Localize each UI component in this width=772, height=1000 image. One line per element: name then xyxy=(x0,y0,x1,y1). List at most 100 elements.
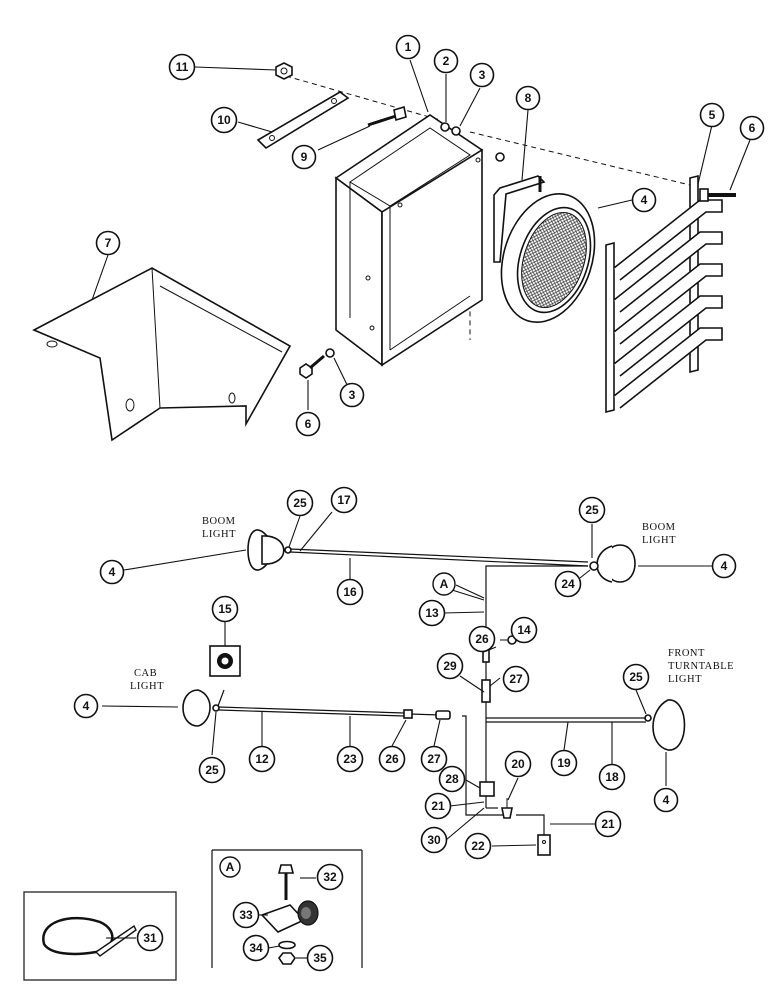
callout-number: 1 xyxy=(405,40,412,54)
callout-circle xyxy=(336,578,364,606)
callout-circle xyxy=(433,48,459,74)
callout-circle xyxy=(136,924,164,952)
callout-number: 20 xyxy=(511,757,525,771)
callout-c23: 23 xyxy=(336,745,364,773)
callout-c7: 7 xyxy=(95,230,121,256)
callout-number: 4 xyxy=(663,793,670,807)
boom-light-left xyxy=(247,529,292,571)
callout-circle xyxy=(330,486,358,514)
callout-circle xyxy=(295,411,321,437)
callout-number: 33 xyxy=(239,908,253,922)
callout-c4b: 4 xyxy=(99,559,125,585)
cable-tie-inset xyxy=(23,891,177,981)
callout-c30: 30 xyxy=(420,826,448,854)
callout-circle xyxy=(339,382,365,408)
callout-c10: 10 xyxy=(210,106,238,134)
callout-circle xyxy=(464,832,492,860)
callout-circle xyxy=(598,763,626,791)
callout-c3b: 3 xyxy=(339,382,365,408)
callout-c12: 12 xyxy=(248,745,276,773)
callout-c31: 31 xyxy=(136,924,164,952)
callout-number: 34 xyxy=(249,941,263,955)
callout-c25c: 25 xyxy=(622,663,650,691)
callout-c34: 34 xyxy=(242,934,270,962)
callout-number: 3 xyxy=(349,388,356,402)
callout-number: 21 xyxy=(601,817,615,831)
callout-c9: 9 xyxy=(291,144,317,170)
callout-number: 15 xyxy=(218,602,232,616)
bolt xyxy=(367,105,407,127)
callout-c6a: 6 xyxy=(739,115,765,141)
light-labels: BOOM LIGHT BOOM LIGHT CAB LIGHT FRONT TU… xyxy=(130,516,734,692)
callout-circle xyxy=(554,570,582,598)
callout-c14: 14 xyxy=(510,616,538,644)
callout-number: 27 xyxy=(427,752,441,766)
light-switch xyxy=(209,645,241,677)
callout-number: 29 xyxy=(443,659,457,673)
callout-c28: 28 xyxy=(438,765,466,793)
wiring-diagram xyxy=(182,529,686,856)
callout-number: 18 xyxy=(605,770,619,784)
callout-number: 25 xyxy=(205,763,219,777)
callout-number: 6 xyxy=(305,417,312,431)
detail-a-label: A xyxy=(219,856,241,878)
lamp-guard xyxy=(605,174,723,414)
callout-c24: 24 xyxy=(554,570,582,598)
callout-c22: 22 xyxy=(464,832,492,860)
callout-number: 4 xyxy=(641,193,648,207)
callout-circle xyxy=(468,625,496,653)
callout-c25a: 25 xyxy=(286,489,314,517)
sealed-beam-lamp xyxy=(500,192,596,324)
callout-number: 30 xyxy=(427,833,441,847)
callout-c26b: 26 xyxy=(378,745,406,773)
callout-circle xyxy=(550,749,578,777)
callout-number: 24 xyxy=(561,577,575,591)
callout-number: 8 xyxy=(525,91,532,105)
callout-circle xyxy=(504,750,532,778)
callout-c5: 5 xyxy=(699,102,725,128)
light-housing-assembly xyxy=(32,62,736,442)
callout-c6b: 6 xyxy=(295,411,321,437)
callout-circle xyxy=(73,693,99,719)
bolt xyxy=(299,354,325,379)
callout-c21b: 21 xyxy=(594,810,622,838)
svg-text:A: A xyxy=(440,577,449,591)
cab-light xyxy=(182,689,220,727)
callout-circle xyxy=(316,863,344,891)
bolt xyxy=(699,188,736,202)
callout-circle xyxy=(420,826,448,854)
callout-number: 23 xyxy=(343,752,357,766)
callout-number: 4 xyxy=(721,559,728,573)
callout-circle xyxy=(418,599,446,627)
callout-c11: 11 xyxy=(168,53,196,81)
callout-number: 4 xyxy=(109,565,116,579)
callout-circle xyxy=(336,745,364,773)
callout-number: 25 xyxy=(629,670,643,684)
callout-circle xyxy=(515,85,541,111)
callout-circle xyxy=(306,944,334,972)
callout-c20: 20 xyxy=(504,750,532,778)
terminal-block xyxy=(537,834,551,856)
callout-circle xyxy=(631,187,657,213)
callout-c1: 1 xyxy=(395,34,421,60)
callout-circle xyxy=(510,616,538,644)
callout-circle xyxy=(291,144,317,170)
cab-light-label: CAB LIGHT xyxy=(130,668,164,692)
detail-a-inset: A xyxy=(211,849,363,968)
callout-c29: 29 xyxy=(436,652,464,680)
svg-text:A: A xyxy=(226,860,235,874)
callout-number: 5 xyxy=(709,108,716,122)
callout-circle xyxy=(242,934,270,962)
boom-light-right-label: BOOM LIGHT xyxy=(642,522,679,546)
callout-number: 22 xyxy=(471,839,485,853)
callout-c21a: 21 xyxy=(424,792,452,820)
callout-circle xyxy=(469,62,495,88)
callout-circle xyxy=(420,745,448,773)
callout-circle xyxy=(711,553,737,579)
callout-c4e: 4 xyxy=(653,787,679,813)
callout-circle xyxy=(438,765,466,793)
callout-number: 25 xyxy=(585,503,599,517)
callout-circle xyxy=(653,787,679,813)
callout-circle xyxy=(168,53,196,81)
